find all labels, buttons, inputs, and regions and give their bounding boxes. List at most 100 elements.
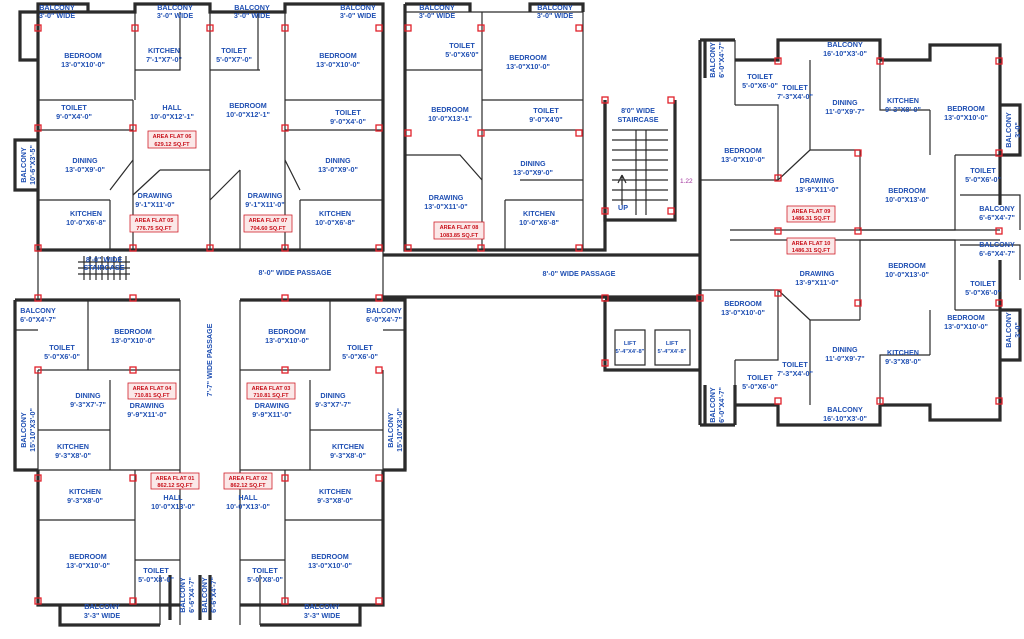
svg-text:13'-0"X10'-0": 13'-0"X10'-0" — [506, 62, 550, 71]
room-label: BEDROOM 13'-0"X10'-0" — [265, 327, 309, 345]
svg-text:710.81 SQ.FT: 710.81 SQ.FT — [134, 393, 170, 399]
area-tag: AREA FLAT 03 710.81 SQ.FT — [246, 382, 296, 400]
room-label: HALL 10'-0"X12'-1" — [150, 103, 194, 121]
svg-text:BALCONY: BALCONY — [200, 577, 209, 613]
svg-text:13'-0"X10'-0": 13'-0"X10'-0" — [944, 322, 988, 331]
svg-text:1486.31 SQ.FT: 1486.31 SQ.FT — [792, 216, 831, 222]
room-label: DRAWING 13'-0"X11'-0" — [424, 193, 467, 211]
svg-text:9'-3"X8'-0": 9'-3"X8'-0" — [885, 105, 921, 114]
balcony-label: BALCONY 3'-0" WIDE — [234, 3, 270, 20]
svg-text:13'-0"X11'-0": 13'-0"X11'-0" — [424, 202, 467, 211]
room-label: TOILET 9'-0"X4'-0" — [330, 108, 366, 126]
room-label: BALCONY 6'-0"X4'-7" — [20, 306, 56, 324]
room-label: BALCONY 15'-10"X3'-0" — [386, 408, 404, 452]
area-tag: AREA FLAT 09 1486.31 SQ.FT — [786, 205, 836, 223]
room-label: TOILET 7'-3"X4'-0" — [777, 360, 813, 378]
room-label: DINING 11'-0"X9'-7" — [825, 345, 864, 363]
svg-text:6'-6"X4'-7": 6'-6"X4'-7" — [979, 213, 1015, 222]
svg-text:BALCONY: BALCONY — [340, 3, 376, 12]
svg-text:9'-3"X7'-7": 9'-3"X7'-7" — [70, 400, 106, 409]
svg-text:DRAWING: DRAWING — [800, 176, 835, 185]
svg-text:AREA FLAT 01: AREA FLAT 01 — [156, 476, 195, 482]
svg-text:KITCHEN: KITCHEN — [319, 209, 351, 218]
room-label: TOILET 9'-0"X4'0" — [529, 106, 562, 124]
svg-text:BEDROOM: BEDROOM — [947, 104, 985, 113]
svg-text:TOILET: TOILET — [782, 360, 808, 369]
svg-text:5'-0"X6'-0": 5'-0"X6'-0" — [965, 175, 1001, 184]
room-label: DRAWING 9'-1"X11'-0" — [245, 191, 284, 209]
room-label: DINING 9'-3"X7'-7" — [315, 391, 351, 409]
svg-text:KITCHEN: KITCHEN — [319, 487, 351, 496]
svg-text:BALCONY: BALCONY — [708, 387, 717, 423]
svg-text:TOILET: TOILET — [533, 106, 559, 115]
room-label: BEDROOM 13'-0"X10'-0" — [944, 104, 988, 122]
svg-text:710.81 SQ.FT: 710.81 SQ.FT — [253, 393, 289, 399]
svg-text:TOILET: TOILET — [252, 566, 278, 575]
svg-text:10'-0"X13'-0": 10'-0"X13'-0" — [151, 502, 195, 511]
svg-text:DINING: DINING — [72, 156, 98, 165]
svg-text:9'-0"X4'0": 9'-0"X4'0" — [529, 115, 562, 124]
room-label: BALCONY 15'-10"X3'-0" — [19, 408, 37, 452]
room-label: TOILET 5'-0"X7'-0" — [216, 46, 252, 64]
room-label: BALCONY 6'-6"X4'-7" — [979, 204, 1015, 222]
svg-text:TOILET: TOILET — [335, 108, 361, 117]
room-label: BEDROOM 13'-0"X10'-0" — [66, 552, 110, 570]
room-label: BEDROOM 13'-0"X10'-0" — [308, 552, 352, 570]
structural-columns — [34, 24, 1003, 605]
room-label: TOILET 5'-0"X6'-0" — [342, 343, 378, 361]
room-label: TOILET 5'-0"X8'-0" — [138, 566, 174, 584]
svg-text:HALL: HALL — [162, 103, 182, 112]
room-label: BALCONY 10'-6"X3'-5" — [19, 145, 37, 185]
room-label: DRAWING 9'-9"X11'-0" — [252, 401, 291, 419]
room-label: BALCONY 3'-0" — [1004, 312, 1022, 348]
room-label: TOILET 5'-0"X6'-0" — [742, 373, 778, 391]
room-label: BALCONY 16'-10"X3'-0" — [823, 40, 867, 58]
svg-text:TOILET: TOILET — [49, 343, 75, 352]
svg-text:9'-9"X11'-0": 9'-9"X11'-0" — [252, 410, 291, 419]
svg-text:3'-0" WIDE: 3'-0" WIDE — [157, 11, 193, 20]
room-label: BALCONY 6'-0"X4'-7" — [366, 306, 402, 324]
svg-text:BALCONY: BALCONY — [178, 577, 187, 613]
svg-text:704.60 SQ.FT: 704.60 SQ.FT — [250, 226, 286, 232]
svg-text:BEDROOM: BEDROOM — [724, 299, 762, 308]
svg-text:STAIRCASE: STAIRCASE — [84, 263, 125, 272]
svg-text:BALCONY: BALCONY — [20, 306, 56, 315]
room-label: TOILET 9'-0"X4'-0" — [56, 103, 92, 121]
svg-text:3'-0" WIDE: 3'-0" WIDE — [39, 11, 75, 20]
svg-text:KITCHEN: KITCHEN — [887, 96, 919, 105]
room-label: BALCONY 6'-0"X4'-7" — [708, 387, 726, 423]
balcony-label: BALCONY 3'-0" WIDE — [340, 3, 376, 20]
svg-text:BALCONY: BALCONY — [234, 3, 270, 12]
svg-text:9'-3"X8'-0": 9'-3"X8'-0" — [885, 357, 921, 366]
svg-text:TOILET: TOILET — [747, 72, 773, 81]
passage-label: 8'-0" WIDE PASSAGE — [259, 268, 332, 277]
svg-text:DRAWING: DRAWING — [255, 401, 290, 410]
svg-text:KITCHEN: KITCHEN — [57, 442, 89, 451]
svg-text:LIFT: LIFT — [666, 341, 679, 347]
room-label: TOILET 5'-0"X6'-0" — [44, 343, 80, 361]
svg-text:3'-0" WIDE: 3'-0" WIDE — [537, 11, 573, 20]
svg-text:5'-4"X4'-8": 5'-4"X4'-8" — [616, 349, 645, 355]
room-label: BEDROOM 13'-0"X10'-0" — [316, 51, 360, 69]
svg-text:TOILET: TOILET — [347, 343, 373, 352]
room-label: DRAWING 9'-9"X11'-0" — [127, 401, 166, 419]
svg-text:BEDROOM: BEDROOM — [229, 101, 267, 110]
svg-text:13'-0"X9'-0": 13'-0"X9'-0" — [513, 168, 553, 177]
room-label: BEDROOM 10'-0"X13'-1" — [428, 105, 472, 123]
svg-text:10'-0"X13'-0": 10'-0"X13'-0" — [885, 270, 929, 279]
svg-text:9'-3"X8'-0": 9'-3"X8'-0" — [330, 451, 366, 460]
svg-text:DINING: DINING — [520, 159, 546, 168]
svg-text:KITCHEN: KITCHEN — [70, 209, 102, 218]
svg-text:6'-6"X4'-7": 6'-6"X4'-7" — [187, 577, 196, 613]
passage-label: 8'-0" WIDE PASSAGE — [543, 269, 616, 278]
svg-text:BEDROOM: BEDROOM — [888, 186, 926, 195]
svg-text:7'-3"X4'-0": 7'-3"X4'-0" — [777, 92, 813, 101]
svg-text:BEDROOM: BEDROOM — [947, 313, 985, 322]
left-block-walls — [13, 2, 407, 627]
svg-text:AREA FLAT 03: AREA FLAT 03 — [252, 386, 291, 392]
svg-text:13'-0"X10'-0": 13'-0"X10'-0" — [721, 155, 765, 164]
svg-text:10'-0"X6'-8": 10'-0"X6'-8" — [66, 218, 106, 227]
balcony-label: BALCONY 3'-0" WIDE — [419, 3, 455, 20]
staircase-label: 8'-0" WIDE STAIRCASE — [78, 255, 130, 280]
svg-text:DRAWING: DRAWING — [429, 193, 464, 202]
